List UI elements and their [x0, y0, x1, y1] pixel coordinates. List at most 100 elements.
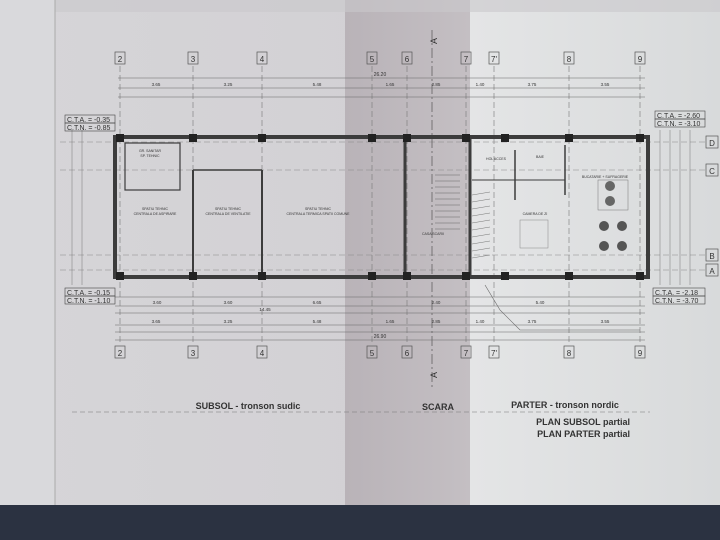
- label-scara: SCARA: [422, 402, 455, 412]
- structural-column: [636, 134, 644, 142]
- grid-axis-label: C: [709, 167, 715, 176]
- grid-axis-bubble: [256, 51, 268, 65]
- chair: [599, 221, 609, 231]
- grid-axis-bubble: [366, 345, 378, 359]
- dimension-total-top: 26.20: [374, 72, 387, 78]
- stair-tread: [471, 247, 491, 252]
- structural-column: [258, 272, 266, 280]
- paper-right-panel: [470, 0, 720, 505]
- level-cta: C.T.A. = -0.15: [67, 290, 110, 297]
- section-marker-bottom: A: [429, 372, 439, 378]
- label-plan-subsol: PLAN SUBSOL partial: [536, 417, 630, 427]
- grid-axis-bubble: [256, 345, 268, 359]
- grid-axis-bubble: [401, 345, 413, 359]
- dimension-value: 3.65: [152, 82, 161, 87]
- dimension-value: 3.25: [224, 82, 233, 87]
- dimension-value: 2.40: [432, 300, 441, 305]
- level-cta: C.T.A. = -2.60: [657, 113, 700, 120]
- dimension-value: 3.60: [224, 300, 233, 305]
- structural-column: [403, 272, 411, 280]
- stair-tread: [471, 240, 491, 245]
- grid-axis-label: 9: [638, 349, 643, 358]
- chair: [605, 181, 615, 191]
- structural-column: [403, 134, 411, 142]
- room-subtitle: SP. TEHNIC: [140, 154, 160, 158]
- structural-column: [116, 272, 124, 280]
- structural-column: [116, 134, 124, 142]
- grid-axis-bubble: [634, 51, 646, 65]
- stair-tread: [471, 205, 491, 210]
- level-ctn: C.T.N. = -3.70: [655, 298, 698, 305]
- level-ctn: C.T.N. = -1.10: [67, 298, 110, 305]
- dimension-value: 6.65: [313, 300, 322, 305]
- dimension-value: 1.40: [476, 82, 485, 87]
- level-ctn: C.T.N. = -0.85: [67, 125, 110, 132]
- structural-column: [258, 134, 266, 142]
- chair: [599, 241, 609, 251]
- grid-axis-bubble: [705, 135, 719, 149]
- table: [597, 179, 629, 211]
- structural-column: [462, 134, 470, 142]
- label-plan-parter: PLAN PARTER partial: [537, 429, 630, 439]
- dimension-value: 3.75: [528, 319, 537, 324]
- dimension-value: 3.60: [153, 300, 162, 305]
- exterior-wall: [113, 135, 650, 279]
- dimension-value: 3.25: [224, 319, 233, 324]
- level-box: [64, 122, 116, 132]
- structural-column: [565, 272, 573, 280]
- level-box: [64, 295, 116, 305]
- grid-axis-label: 3: [191, 55, 196, 64]
- chair: [617, 241, 627, 251]
- paper-edge: [0, 0, 55, 505]
- level-ctn: C.T.N. = -3.10: [657, 121, 700, 128]
- chair: [617, 221, 627, 231]
- dimension-value: 1.65: [386, 82, 395, 87]
- grid-axis-bubble: [705, 163, 719, 177]
- grid-axis-label: 7: [464, 349, 469, 358]
- stair-tread: [471, 219, 491, 224]
- dimension-value: 5.48: [313, 319, 322, 324]
- grid-axis-label: 4: [260, 349, 265, 358]
- section-marker-top: A: [429, 38, 439, 44]
- grid-axis-bubble: [634, 345, 646, 359]
- room-name: SPATIU TEHNIC: [305, 207, 332, 211]
- grid-axis-bubble: [401, 51, 413, 65]
- grid-axis-label: 6: [405, 349, 410, 358]
- grid-axis-label: A: [709, 267, 715, 276]
- level-box: [654, 118, 706, 128]
- level-cta: C.T.A. = -2.18: [655, 290, 698, 297]
- grid-axis-label: 8: [567, 349, 572, 358]
- grid-axis-bubble: [705, 248, 719, 262]
- grid-axis-bubble: [187, 345, 199, 359]
- chair: [605, 196, 615, 206]
- grid-axis-label: B: [709, 252, 714, 261]
- structural-column: [565, 134, 573, 142]
- rug: [519, 219, 549, 249]
- structural-column: [501, 272, 509, 280]
- grid-axis-label: 4: [260, 55, 265, 64]
- room-name: BUCATARIE + SUFRAGERIE: [582, 175, 629, 179]
- dimension-value: 14.45: [259, 307, 271, 312]
- structural-column: [368, 134, 376, 142]
- grid-axis-label: 9: [638, 55, 643, 64]
- room-name: GR. SANITAR: [139, 149, 162, 153]
- structural-column: [462, 272, 470, 280]
- grid-axis-label: 5: [370, 55, 375, 64]
- grid-axis-bubble: [366, 51, 378, 65]
- grid-axis-bubble: [460, 345, 472, 359]
- dimension-value: 3.65: [152, 319, 161, 324]
- stair-tread: [471, 212, 491, 217]
- room-subtitle: CENTRALA TERMICA SPATII COMUNE: [286, 212, 350, 216]
- grid-axis-bubble: [114, 345, 126, 359]
- structural-column: [636, 272, 644, 280]
- stair-tread: [471, 233, 491, 238]
- stair-tread: [471, 191, 491, 196]
- dimension-value: 2.85: [432, 319, 441, 324]
- grid-axis-bubble: [488, 51, 500, 65]
- label-subsol: SUBSOL - tronson sudic: [196, 401, 301, 411]
- label-parter: PARTER - tronson nordic: [511, 400, 619, 410]
- room-name: SPATIU TEHNIC: [142, 207, 169, 211]
- dimension-value: 2.85: [432, 82, 441, 87]
